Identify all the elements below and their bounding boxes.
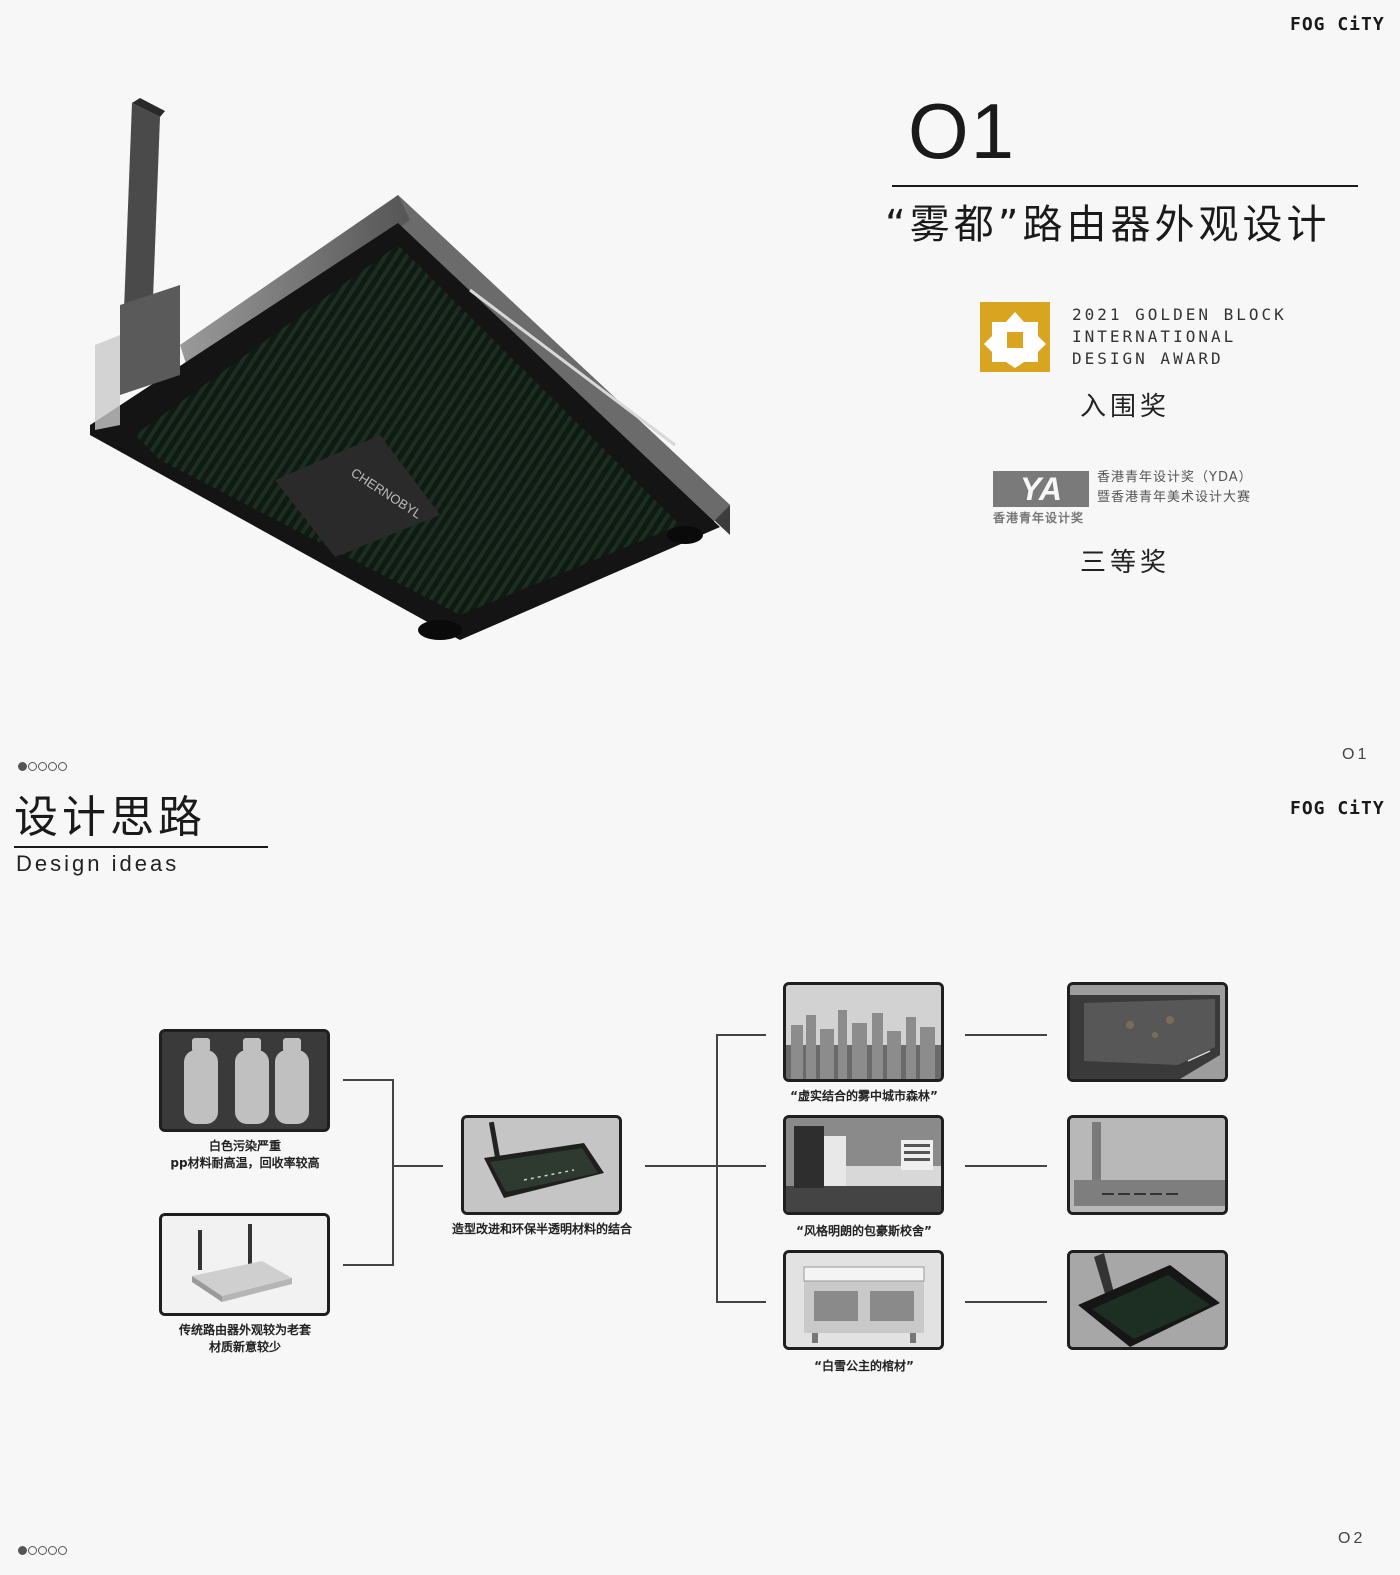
pagination-dot bbox=[48, 762, 57, 771]
slide1-page-number: O1 bbox=[1342, 746, 1370, 763]
plastic-bottles-image bbox=[162, 1032, 327, 1129]
thumb-fog-city bbox=[783, 982, 944, 1082]
pagination-dot bbox=[28, 1546, 37, 1555]
slide1-pagination-dots bbox=[18, 762, 67, 771]
connector-line bbox=[965, 1165, 1047, 1167]
traditional-router-image bbox=[162, 1216, 327, 1313]
thumb-result-translucent-cover bbox=[1067, 982, 1228, 1082]
yda-result: 三等奖 bbox=[1080, 548, 1171, 578]
section-title: 设计思路 bbox=[14, 792, 206, 843]
yda-logo: YA bbox=[993, 471, 1089, 507]
pagination-dot bbox=[28, 762, 37, 771]
result-bottom-view-image bbox=[1070, 1253, 1225, 1347]
section-divider bbox=[14, 846, 268, 848]
slide2-page-number: O2 bbox=[1338, 1530, 1366, 1547]
thumb-improved-router bbox=[461, 1115, 622, 1215]
improved-router-image bbox=[464, 1118, 619, 1212]
connector-line bbox=[716, 1301, 766, 1303]
snow-white-coffin-image bbox=[786, 1253, 941, 1347]
caption-plastic: 白色污染严重 pp材料耐高温，回收率较高 bbox=[170, 1139, 320, 1170]
yda-logo-text: YA bbox=[1020, 471, 1062, 507]
pagination-dot bbox=[58, 1546, 67, 1555]
yda-logo-mark: YA bbox=[1020, 471, 1062, 507]
connector-line bbox=[716, 1034, 766, 1036]
caption-bauhaus: “风格明朗的包豪斯校舍” bbox=[796, 1224, 932, 1238]
yda-logo-caption: 香港青年设计奖 bbox=[993, 511, 1085, 525]
pagination-dot bbox=[38, 1546, 47, 1555]
slide-number-heading: O1 bbox=[908, 87, 1017, 175]
golden-block-result: 入围奖 bbox=[1080, 392, 1171, 422]
title-divider bbox=[892, 185, 1358, 187]
connector-line bbox=[343, 1264, 393, 1266]
connector-line bbox=[392, 1079, 394, 1266]
router-hero-image: CHERNOBYL bbox=[90, 98, 730, 640]
thumb-plastic-bottles bbox=[159, 1029, 330, 1132]
bauhaus-building-image bbox=[786, 1118, 941, 1212]
section-subtitle: Design ideas bbox=[16, 851, 180, 876]
thumb-traditional-router bbox=[159, 1213, 330, 1316]
connector-line bbox=[716, 1034, 718, 1303]
brand-logo: FOG CiTY bbox=[1290, 14, 1385, 35]
pagination-dot bbox=[18, 1546, 27, 1555]
thumb-result-bottom-view bbox=[1067, 1250, 1228, 1350]
pagination-dot bbox=[58, 762, 67, 771]
pagination-dot bbox=[38, 762, 47, 771]
caption-traditional-router: 传统路由器外观较为老套 材质新意较少 bbox=[178, 1323, 311, 1354]
thumb-bauhaus bbox=[783, 1115, 944, 1215]
thumb-result-side-view bbox=[1067, 1115, 1228, 1215]
pagination-dot bbox=[18, 762, 27, 771]
page-title: “雾都”路由器外观设计 bbox=[885, 202, 1331, 248]
golden-block-award-name: 2021 GOLDEN BLOCK INTERNATIONAL DESIGN A… bbox=[1072, 305, 1287, 368]
caption-snow-white-coffin: “白雪公主的棺材” bbox=[814, 1359, 914, 1373]
slide2-pagination-dots bbox=[18, 1546, 67, 1555]
result-translucent-cover-image bbox=[1070, 985, 1225, 1079]
connector-line bbox=[965, 1034, 1047, 1036]
thumb-snow-white-coffin bbox=[783, 1250, 944, 1350]
connector-line bbox=[392, 1165, 443, 1167]
connector-line bbox=[645, 1165, 717, 1167]
caption-improvement: 造型改进和环保半透明材料的结合 bbox=[451, 1222, 632, 1236]
connector-line bbox=[716, 1165, 766, 1167]
result-side-view-image bbox=[1070, 1118, 1225, 1212]
golden-block-logo bbox=[980, 302, 1050, 372]
connector-line bbox=[343, 1079, 393, 1081]
golden-block-star-icon bbox=[984, 312, 1046, 368]
pagination-dot bbox=[48, 1546, 57, 1555]
brand-logo-2: FOG CiTY bbox=[1290, 798, 1385, 819]
caption-fog-city: “虚实结合的雾中城市森林” bbox=[790, 1089, 938, 1103]
connector-line bbox=[965, 1301, 1047, 1303]
fog-city-image bbox=[786, 985, 941, 1079]
yda-award-name: 香港青年设计奖（YDA） 暨香港青年美术设计大赛 bbox=[1097, 470, 1253, 505]
